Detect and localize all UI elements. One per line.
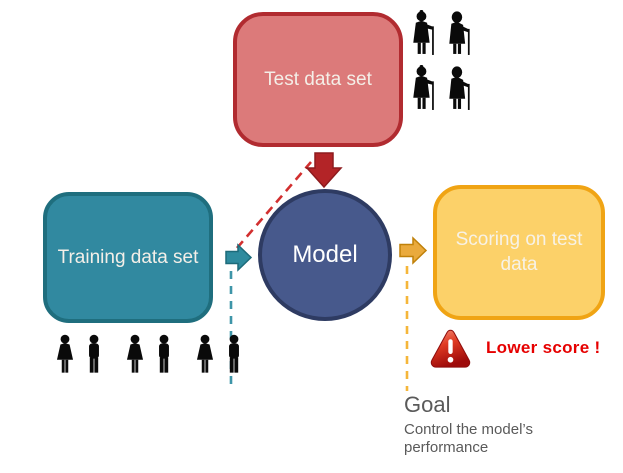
scoring-label: Scoring on test data [455, 228, 583, 275]
elderly-person-with-cane-icon [413, 10, 434, 55]
warning-triangle-icon [430, 329, 471, 368]
model-label: Model [292, 241, 358, 268]
man-silhouette-icon [159, 334, 169, 373]
yellow-right-arrow [399, 236, 428, 265]
elderly-person-hunched-with-cane-icon [449, 11, 470, 55]
model-circle: Model [258, 189, 392, 321]
woman-silhouette-icon [56, 334, 74, 373]
training-population-icons [53, 334, 246, 376]
man-silhouette-icon [89, 334, 99, 373]
goal-title: Goal [404, 392, 451, 417]
test-population-icons [408, 10, 477, 115]
elderly-person-hunched-with-cane-icon [449, 66, 470, 110]
elderly-person-with-cane-icon [413, 65, 434, 110]
lower-score-label: Lower score ! [486, 338, 601, 357]
training-data-set-box: Training data set [43, 192, 213, 323]
test-data-set-box: Test data set [233, 12, 403, 147]
scoring-box: Scoring on test data [433, 185, 605, 320]
teal-right-arrow [225, 243, 253, 272]
training-data-set-label: Training data set [57, 246, 199, 268]
man-silhouette-icon [229, 334, 239, 373]
woman-silhouette-icon [196, 334, 214, 373]
red-down-arrow [305, 152, 343, 189]
test-data-set-label: Test data set [264, 68, 372, 90]
woman-silhouette-icon [126, 334, 144, 373]
goal-description: Control the model’s performance [404, 421, 533, 457]
